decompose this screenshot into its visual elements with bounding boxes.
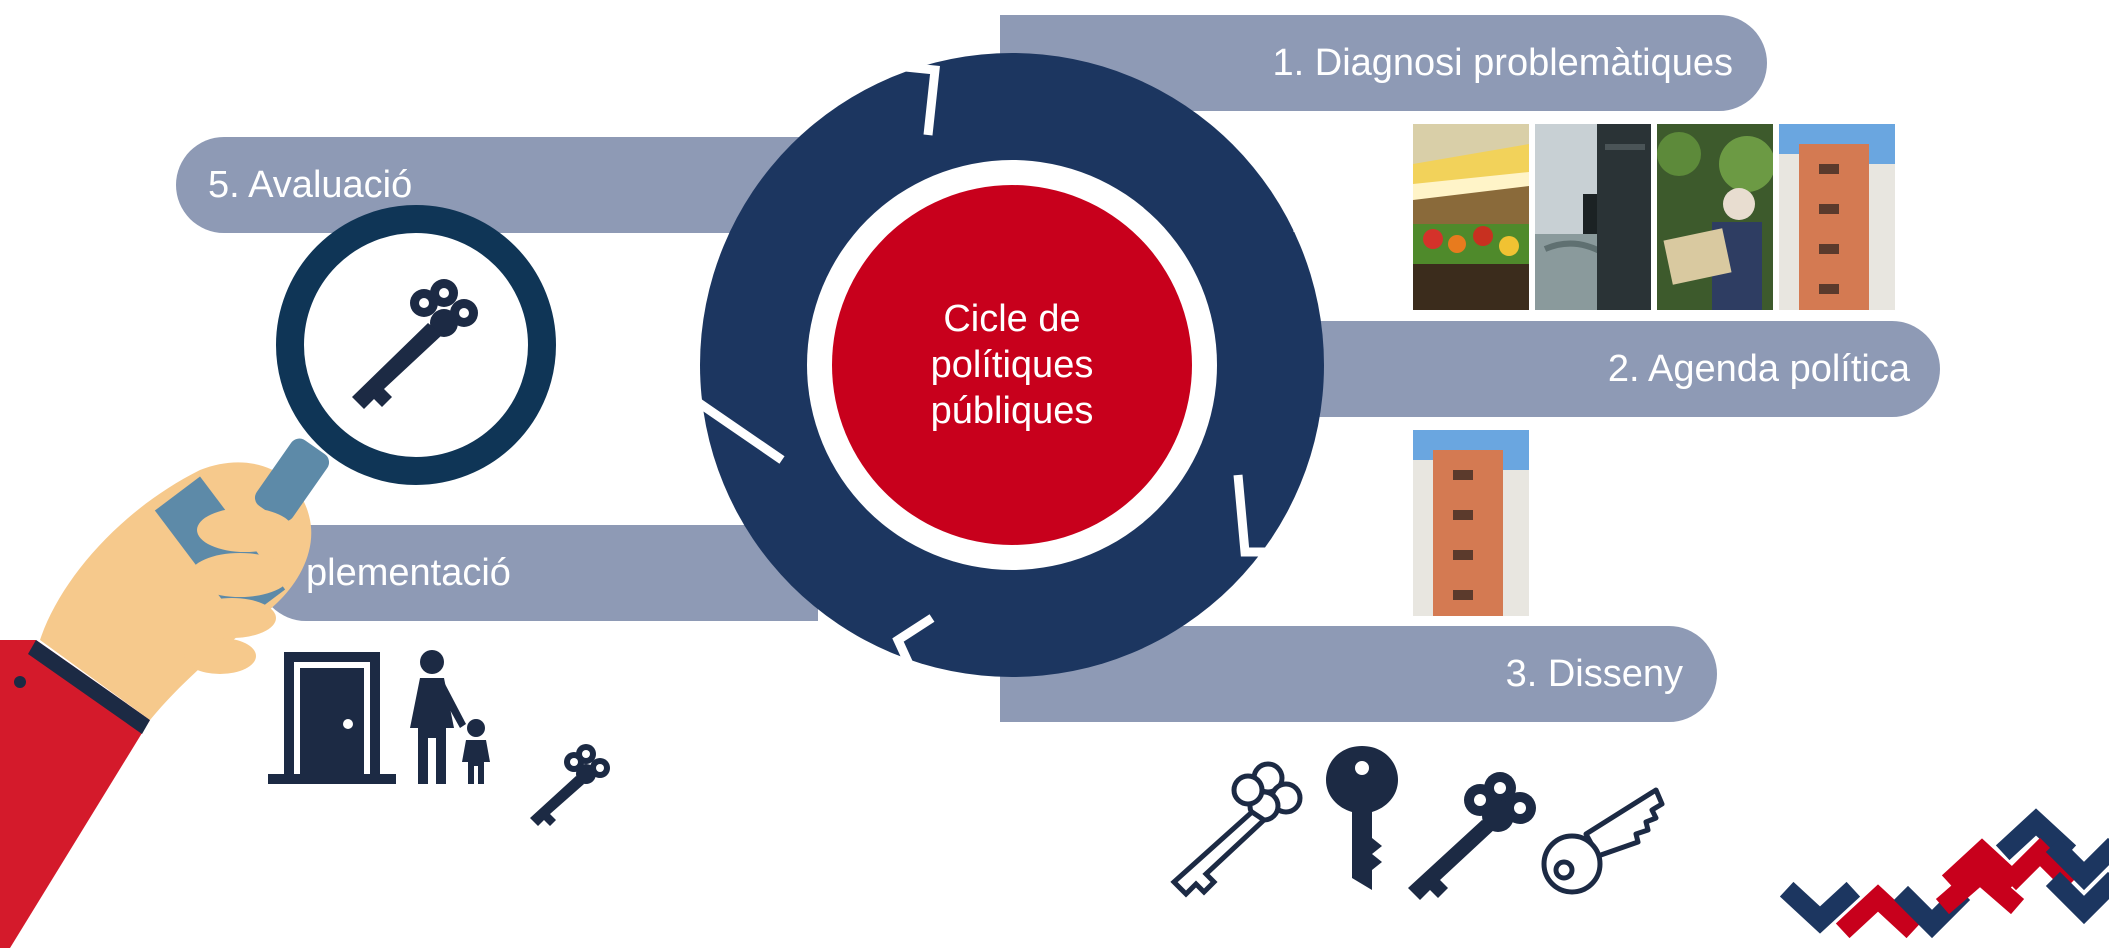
step-4-band: plementació <box>258 525 818 621</box>
step-5-label: 5. Avaluació <box>208 164 413 206</box>
mother-child-icon <box>410 650 490 784</box>
truck-road-photo <box>1535 124 1651 310</box>
step-3-label: 3. Disseny <box>1505 653 1683 695</box>
apartment-building-photo-2 <box>1413 430 1529 616</box>
center-label-line-3: públiques <box>930 390 1094 432</box>
arrow-separator-3 <box>1233 474 1328 557</box>
apartment-building-photo <box>1779 124 1895 310</box>
step-5-band: 5. Avaluació <box>176 137 816 233</box>
arrow-separator-2 <box>1293 159 1341 240</box>
door-icon <box>268 652 396 784</box>
center-label: Cicle de polítiques públiques <box>832 290 1192 440</box>
brand-logo-icon <box>1780 808 2109 939</box>
arrow-separator-4 <box>892 614 935 712</box>
ornate-key-icon <box>1408 772 1536 900</box>
cycle-arrow-separators <box>658 55 1341 712</box>
market-stall-photo <box>1413 124 1529 310</box>
step-1-label: 1. Diagnosi problemàtiques <box>1272 42 1734 84</box>
hand-icon <box>0 438 330 948</box>
step-2-label: 2. Agenda política <box>1607 348 1910 390</box>
step-4-label: plementació <box>306 552 511 594</box>
elderly-reader-photo <box>1657 124 1773 310</box>
modern-key-outline-icon <box>1541 787 1665 895</box>
key-icon-in-lens <box>352 279 478 409</box>
padlock-key-icon <box>1326 746 1398 890</box>
center-label-line-2: polítiques <box>930 344 1094 386</box>
center-circle <box>832 185 1192 545</box>
center-label-line-1: Cicle de <box>943 298 1081 340</box>
key-icon <box>530 744 610 826</box>
arrow-separator-5 <box>658 399 785 464</box>
magnifier-icon <box>276 205 556 485</box>
ornate-key-outline-icon <box>1170 761 1303 898</box>
arrow-separator-1 <box>835 55 940 136</box>
